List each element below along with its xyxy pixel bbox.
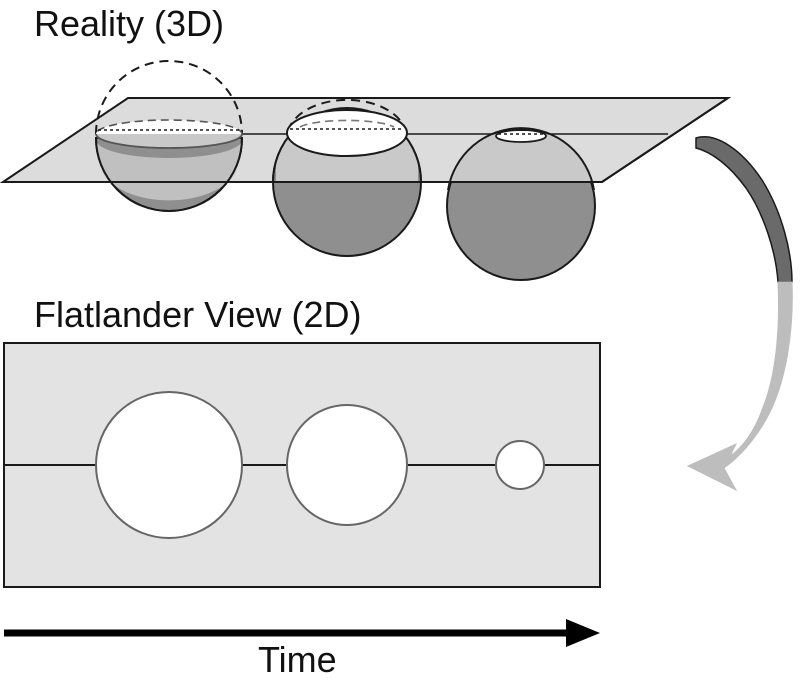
section-circle-small [495,440,545,490]
sphere-large-section-bottom [95,133,243,149]
sphere-medium-dome [287,98,407,132]
sphere-medium-section [286,109,408,157]
section-circle-large [95,391,243,539]
projection-arrow [686,136,793,492]
sphere-large-band [96,140,242,201]
sphere-medium [272,98,422,257]
projection-arrow-light [686,281,793,492]
reality-scene [0,60,732,281]
section-circle-medium [286,404,408,526]
reality-title: Reality (3D) [34,3,225,44]
sphere-three-upper [450,129,592,182]
projection-arrow-dark [695,136,793,283]
time-arrow [4,619,600,647]
sphere-large-dome [95,60,243,135]
flatlander-panel [3,342,601,588]
sphere-small-contact [446,127,596,281]
sphere-three-section [495,129,547,143]
sphere-large [94,60,244,212]
flatlander-title: Flatlander View (2D) [34,294,362,335]
time-arrow-head [566,619,600,647]
time-label: Time [258,639,337,680]
